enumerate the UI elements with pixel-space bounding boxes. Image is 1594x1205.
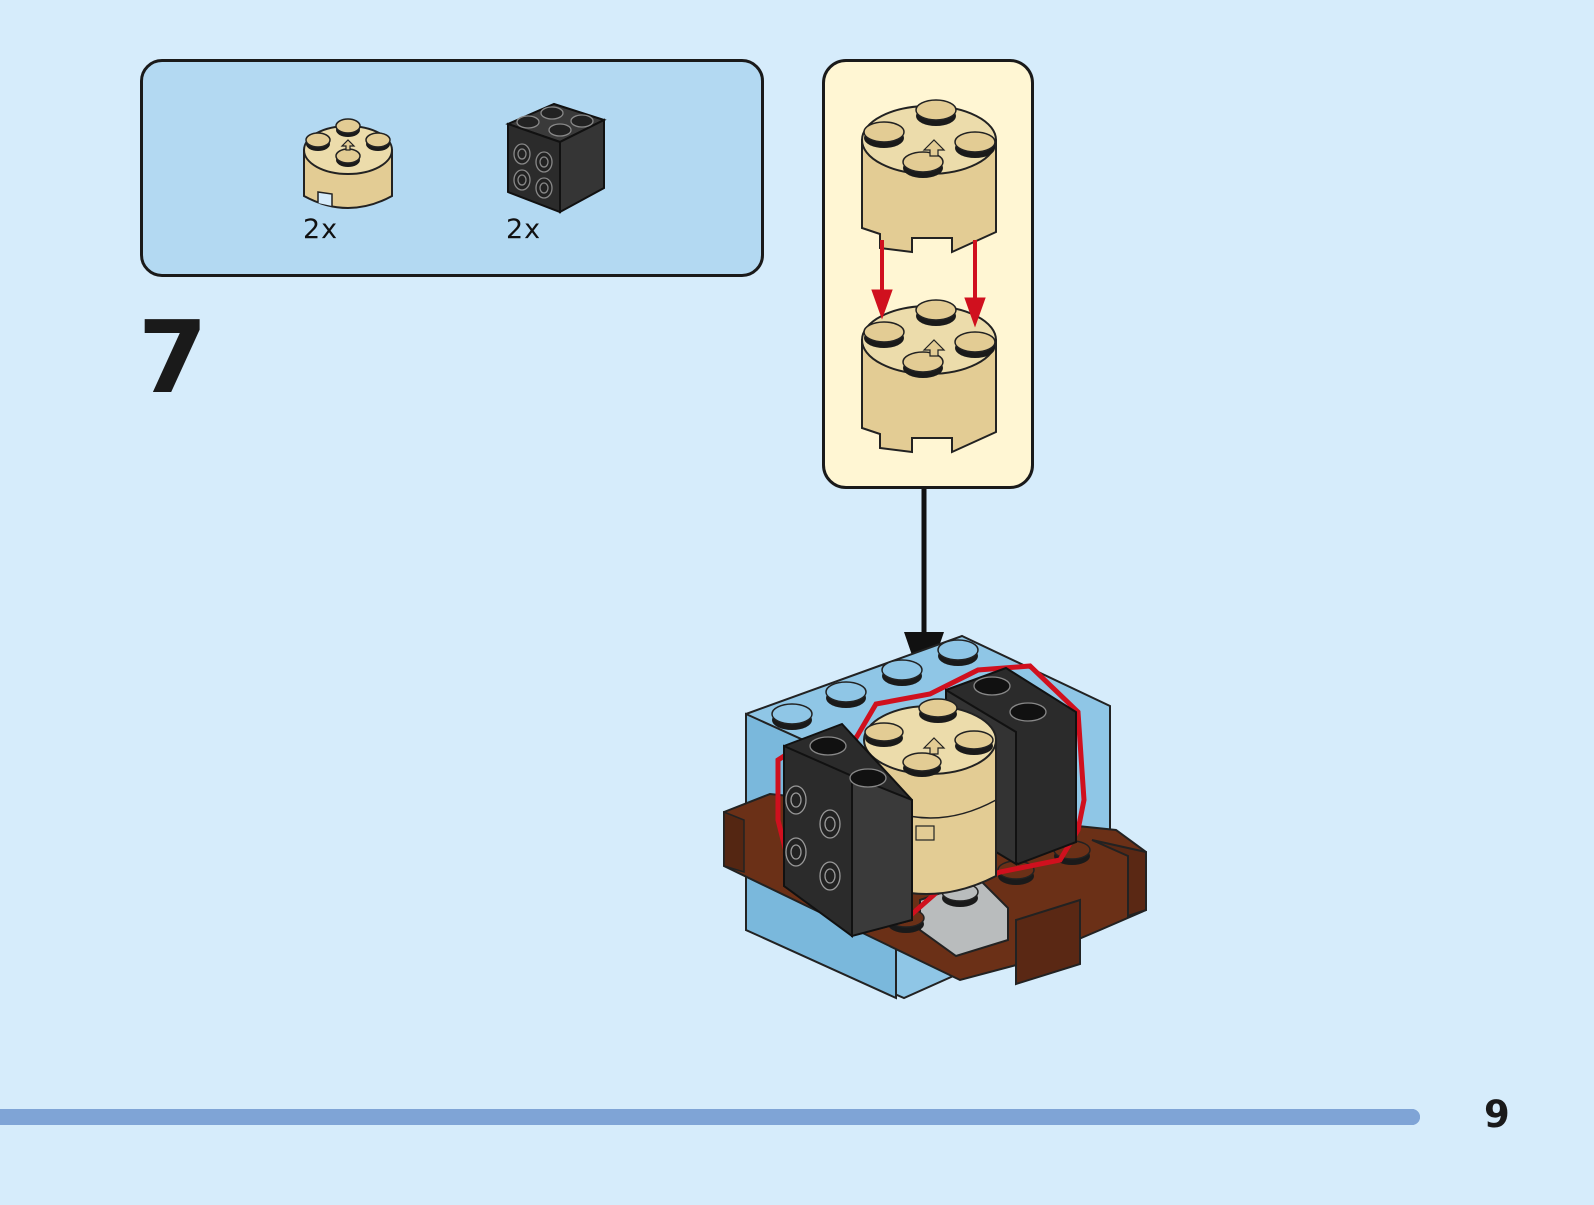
part-quantity-1: 2x [303,214,339,245]
progress-bar [0,1109,1420,1125]
callout-round-brick-top [861,99,997,254]
page-number: 9 [1484,1093,1510,1136]
main-model [723,634,1147,1000]
round-brick-tan-icon [298,108,398,218]
callout-red-arrows [871,240,986,328]
callout-round-brick-bottom [861,299,997,454]
step-number: 7 [138,299,208,416]
parts-list-box [140,59,764,277]
part-quantity-2: 2x [506,214,542,245]
black-brick-side-studs-icon [504,94,608,216]
progress-bar-fill [0,1109,1420,1125]
